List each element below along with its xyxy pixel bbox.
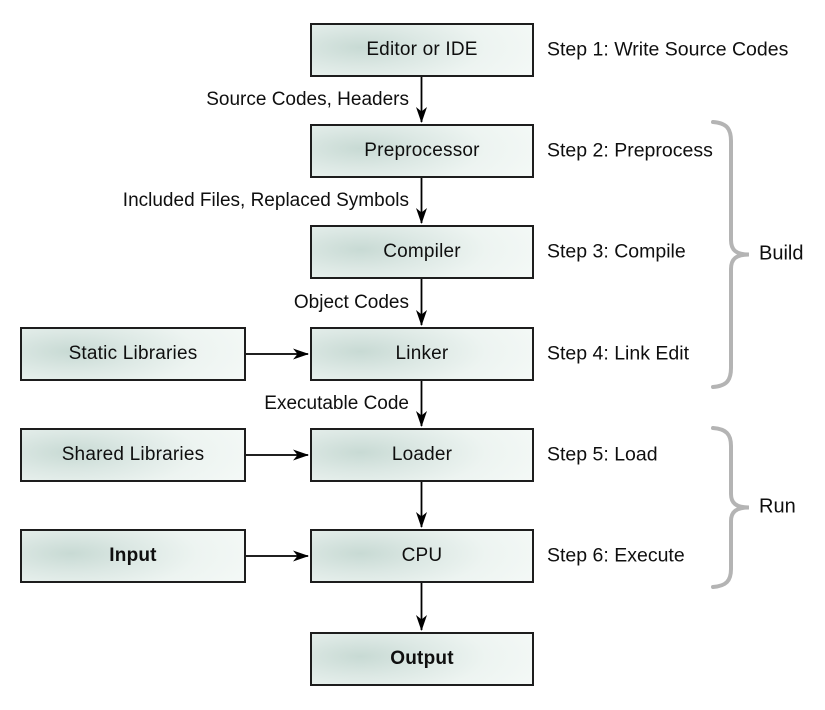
step-label-3: Step 3: Compile: [547, 240, 686, 263]
node-editor-or-ide: Editor or IDE: [310, 23, 534, 77]
build-brace: [711, 120, 750, 389]
step-label-5: Step 5: Load: [547, 443, 658, 466]
node-static-libraries: Static Libraries: [20, 327, 246, 381]
step-label-1: Step 1: Write Source Codes: [547, 38, 789, 61]
node-preprocessor: Preprocessor: [310, 124, 534, 178]
node-loader: Loader: [310, 428, 534, 482]
node-output: Output: [310, 632, 534, 686]
node-shared-libraries: Shared Libraries: [20, 428, 246, 482]
node-input: Input: [20, 529, 246, 583]
node-linker: Linker: [310, 327, 534, 381]
step-label-4: Step 4: Link Edit: [547, 342, 690, 365]
group-label-run: Run: [759, 495, 796, 518]
node-compiler: Compiler: [310, 225, 534, 279]
run-brace: [711, 426, 750, 589]
edge-label-source-codes-headers: Source Codes, Headers: [206, 89, 409, 110]
step-label-2: Step 2: Preprocess: [547, 139, 713, 162]
step-label-6: Step 6: Execute: [547, 544, 685, 567]
group-label-build: Build: [759, 242, 804, 265]
edge-label-object-codes: Object Codes: [293, 292, 409, 313]
edge-label-executable-code: Executable Code: [264, 393, 409, 414]
edge-label-included-files-replaced-symbols: Included Files, Replaced Symbols: [122, 190, 409, 211]
node-cpu: CPU: [310, 529, 534, 583]
